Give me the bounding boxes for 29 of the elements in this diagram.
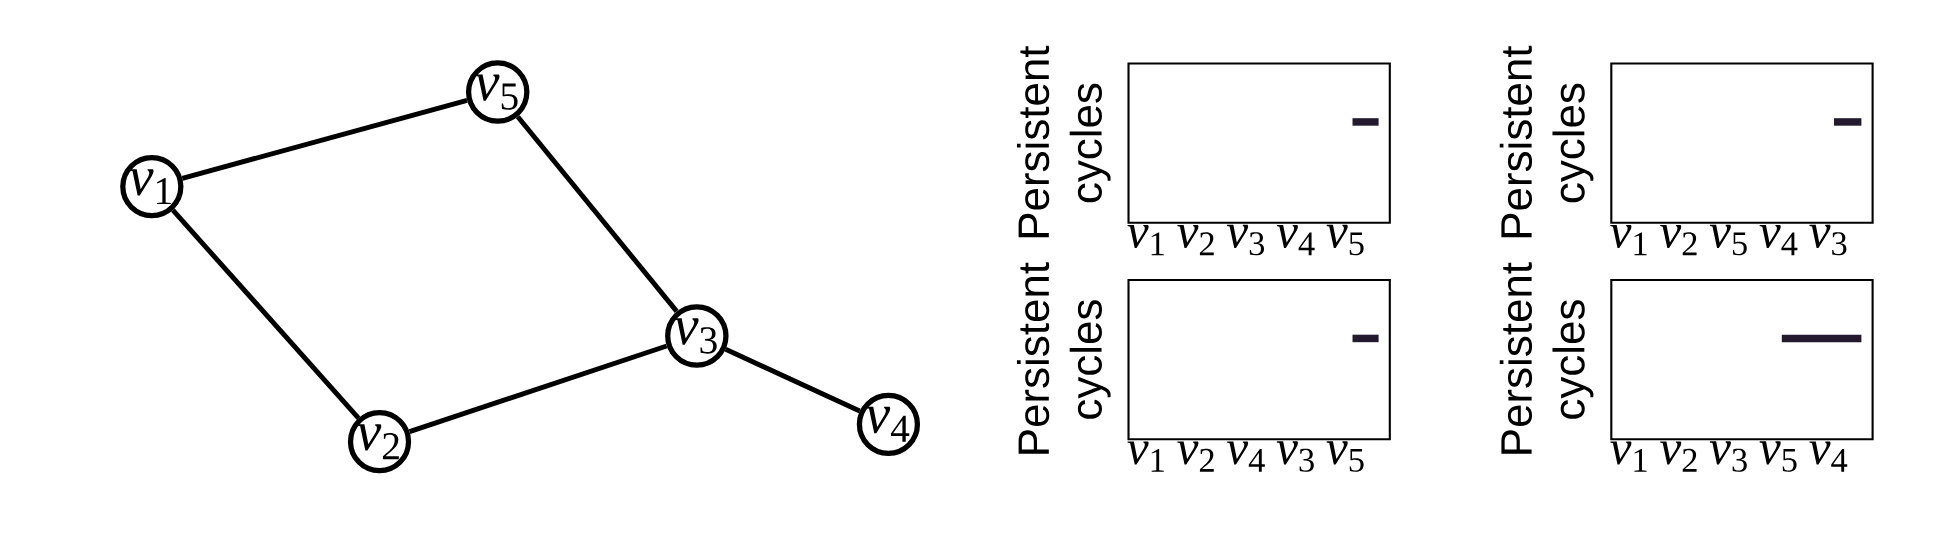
edge-line (171, 208, 361, 420)
tick-label: v$_{5}$ (1709, 224, 1747, 256)
edge-line (724, 347, 861, 414)
tick-label: v$_{1}$ (1610, 225, 1647, 256)
tick-label: v$_{5}$ (1326, 224, 1364, 256)
tick-label: v$_{1}$ (1610, 441, 1647, 472)
edge-line (181, 98, 468, 181)
tick-label: v$_{5}$ (1759, 441, 1797, 472)
tick-label: v$_{4}$ (1226, 441, 1265, 472)
tick-label: v$_{2}$ (1660, 225, 1697, 256)
axis-label: Persistent cycles (1016, 45, 1111, 238)
tick-label: v$_{4}$ (1276, 225, 1315, 256)
tick-label: v$_{5}$ (1326, 441, 1364, 472)
edge-line (515, 115, 679, 313)
tick-label: v$_{2}$ (1177, 225, 1214, 256)
tick-label: v$_{2}$ (1177, 441, 1214, 472)
axis-label: Persistent cycles (1499, 45, 1594, 238)
edge-line (408, 343, 668, 435)
tick-label: v$_{3}$ (1226, 224, 1264, 256)
tick-label: v$_{1}$ (1127, 225, 1164, 256)
axis-label: Persistent cycles (1499, 262, 1594, 454)
tick-label: v$_{1}$ (1127, 441, 1164, 472)
axis-label: Persistent cycles (1016, 262, 1111, 454)
tick-label: v$_{3}$ (1809, 224, 1847, 256)
tick-label: v$_{4}$ (1759, 225, 1798, 256)
tick-label: v$_{4}$ (1809, 441, 1848, 472)
tick-label: v$_{3}$ (1276, 441, 1314, 472)
tick-label: v$_{2}$ (1660, 441, 1697, 472)
tick-label: v$_{3}$ (1709, 441, 1747, 472)
